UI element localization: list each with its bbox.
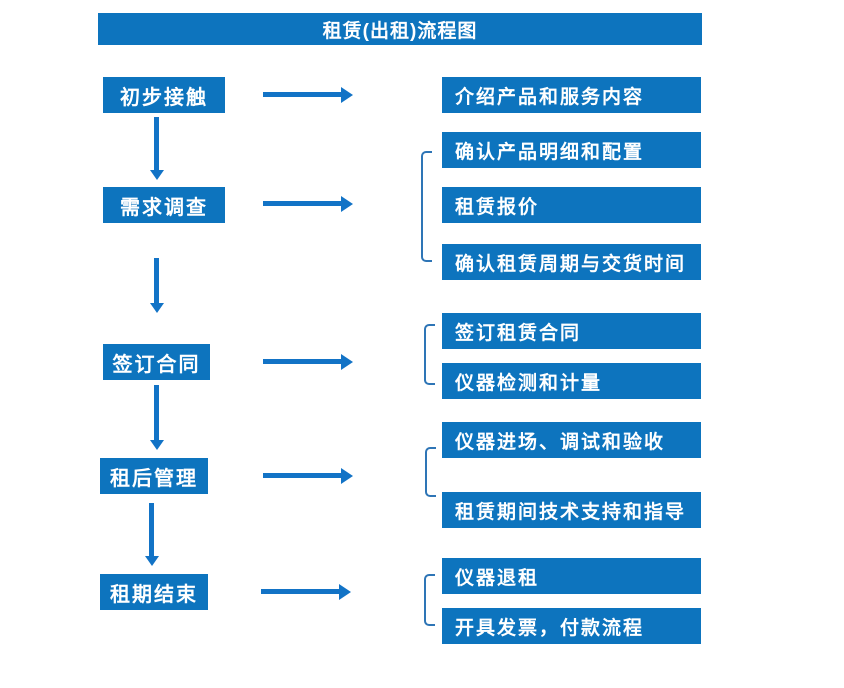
detail-box-instrument-return: 仪器退租 xyxy=(442,558,701,594)
group-bracket xyxy=(424,324,435,385)
step-box-post-rental: 租后管理 xyxy=(100,458,208,494)
detail-box-confirm-details: 确认产品明细和配置 xyxy=(442,132,701,168)
down-arrow-icon xyxy=(150,258,164,313)
detail-box-introduce-products: 介绍产品和服务内容 xyxy=(442,77,701,113)
group-bracket xyxy=(424,574,435,626)
detail-box-confirm-period: 确认租赁周期与交货时间 xyxy=(442,244,701,280)
detail-box-instrument-testing: 仪器检测和计量 xyxy=(442,363,701,399)
detail-box-invoice-payment: 开具发票，付款流程 xyxy=(442,608,701,644)
right-arrow-icon xyxy=(261,584,351,600)
down-arrow-icon xyxy=(150,385,164,450)
right-arrow-icon xyxy=(263,196,353,212)
step-box-demand-survey: 需求调查 xyxy=(103,187,225,223)
step-box-initial-contact: 初步接触 xyxy=(103,77,225,113)
right-arrow-icon xyxy=(263,354,353,370)
detail-box-instrument-setup: 仪器进场、调试和验收 xyxy=(442,422,701,458)
detail-box-tech-support: 租赁期间技术支持和指导 xyxy=(442,492,701,528)
step-box-rental-end: 租期结束 xyxy=(100,574,208,610)
down-arrow-icon xyxy=(145,503,159,566)
detail-box-rental-quote: 租赁报价 xyxy=(442,187,701,223)
diagram-title: 租赁(出租)流程图 xyxy=(98,13,702,45)
group-bracket xyxy=(425,447,436,497)
down-arrow-icon xyxy=(150,117,164,180)
right-arrow-icon xyxy=(263,87,353,103)
step-box-sign-contract: 签订合同 xyxy=(103,344,210,380)
detail-box-sign-rental-contract: 签订租赁合同 xyxy=(442,313,701,349)
right-arrow-icon xyxy=(263,468,353,484)
group-bracket xyxy=(421,151,432,262)
